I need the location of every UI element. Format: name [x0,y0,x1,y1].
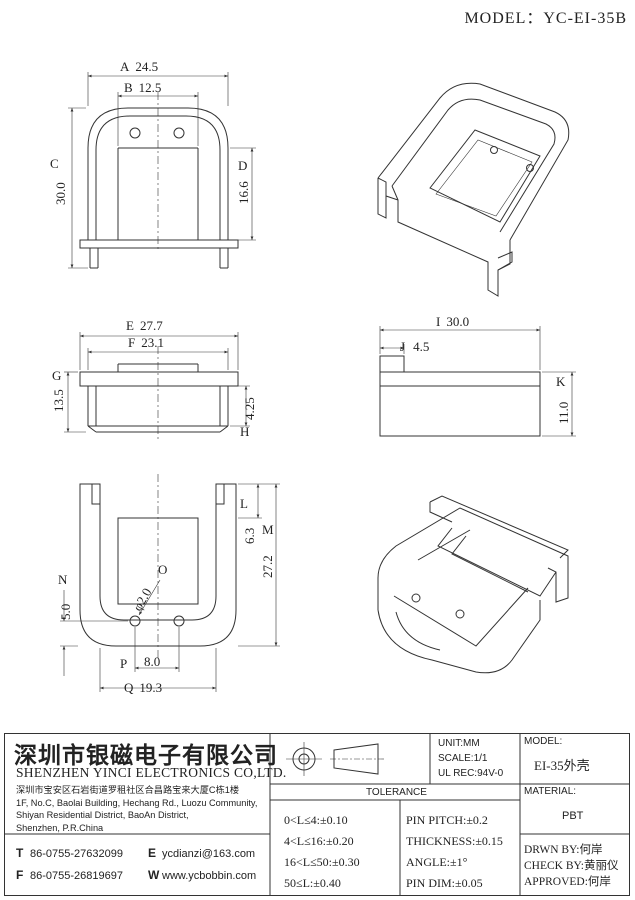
dim-h-letter: H [240,424,249,439]
dim-j-value: 4.5 [413,339,429,354]
dim-d-letter: D [238,158,247,173]
drawn-by: DRWN BY:何岸 [524,844,603,856]
dim-f-value: 23.1 [141,335,164,350]
spec-ul: UL REC:94V-0 [438,768,504,779]
bottom-view [79,474,237,660]
title-block [4,733,630,896]
address-en-line-2: Shiyan Residential District, BaoAn Distr… [16,810,189,821]
dim-b-letter: B [124,80,133,95]
dim-g-letter: G [52,368,61,383]
company-name-en: SHENZHEN YINCI ELECTRONICS CO,LTD. [16,765,287,780]
tolerance-right: PIN PITCH:±0.2 THICKNESS:±0.15 ANGLE:±1°… [406,810,503,894]
dim-l-letter: L [240,496,248,511]
tolerance-title: TOLERANCE [366,787,427,798]
dim-f-letter: F [128,335,135,350]
technical-drawing: A24.5 B12.5 C 30.0 D 16.6 E27.7 F23.1 G … [50,59,576,695]
end-view [379,355,541,437]
tolerance-row: 4<L≤16:±0.20 [284,834,354,848]
material-label: MATERIAL: [524,786,577,797]
dim-h-value: 4.25 [242,397,257,420]
dim-p-value: 8.0 [144,654,160,669]
company-address: 深圳市宝安区石岩街道罗租社区合昌路宝来大厦C栋1楼 1F, No.C, Baol… [16,784,276,834]
dim-n-letter: N [58,572,68,587]
dim-k-value: 11.0 [556,402,571,424]
side-view [79,346,239,440]
spec-unit: UNIT:MM [438,738,480,749]
svg-text:F23.1: F 23.1 [128,335,164,350]
spec-scale: SCALE:1/1 [438,753,488,764]
svg-text:I30.0: I 30.0 [436,314,469,329]
svg-text:Q19.3: Q 19.3 [124,680,162,695]
dim-i-letter: I [436,314,440,329]
dim-c-letter: C [50,156,59,171]
isometric-view-top [377,82,570,297]
svg-text:J4.5: J 4.5 [400,339,429,354]
dim-q-value: 19.3 [139,680,162,695]
model-value: EI-35外壳 [534,758,590,773]
tel-value: 86-0755-27632099 [30,848,123,860]
dim-p-letter: P [120,656,127,671]
dim-m-letter: M [262,522,274,537]
address-cn: 深圳市宝安区石岩街道罗租社区合昌路宝来大厦C栋1楼 [16,785,240,795]
checked-by: CHECK BY:黄丽仪 [524,860,619,872]
email-label: E [148,846,157,860]
dim-n-value: 5.0 [58,604,73,620]
contact-fax: F 86-0755-26819697 [16,868,123,882]
dim-e-value: 27.7 [140,318,163,333]
tel-label: T [16,846,24,860]
tolerance-row: ANGLE:±1° [406,855,468,869]
web-value: www.ycbobbin.com [162,870,257,882]
dim-d-value: 16.6 [236,181,251,204]
tolerance-row: 16<L≤50:±0.30 [284,855,360,869]
tolerance-row: PIN PITCH:±0.2 [406,813,488,827]
dim-i-value: 30.0 [446,314,469,329]
model-label: MODEL: [524,736,563,747]
tolerance-row: 50≤L:±0.40 [284,876,341,890]
address-en-line-3: Shenzhen, P.R.China [16,822,104,833]
contact-tel: T 86-0755-27632099 [16,846,123,860]
email-value: ycdianzi@163.com [162,848,256,860]
company-name-cn: 深圳市银磁电子有限公司 [14,743,278,769]
dim-o-letter: O [158,562,167,577]
approvals: DRWN BY:何岸 CHECK BY:黄丽仪 APPROVED:何岸 [524,842,618,890]
isometric-view-bottom [377,495,569,674]
tolerance-row: 0<L≤4:±0.10 [284,813,348,827]
dim-m-value: 27.2 [260,555,275,578]
dim-k-letter: K [556,374,566,389]
tolerance-row: PIN DIM:±0.05 [406,876,483,890]
dim-c-value: 30.0 [53,182,68,205]
tolerance-row: THICKNESS:±0.15 [406,834,503,848]
material-value: PBT [562,810,584,822]
dim-b-value: 12.5 [139,80,162,95]
dim-e-letter: E [126,318,134,333]
dim-g-value: 13.5 [51,389,66,412]
svg-text:E27.7: E 27.7 [126,318,163,333]
front-view [79,92,239,269]
dim-l-value: 6.3 [242,528,257,544]
dim-j-letter: J [400,339,405,354]
web-label: W [148,868,160,882]
tolerance-left: 0<L≤4:±0.10 4<L≤16:±0.20 16<L≤50:±0.30 5… [284,810,360,894]
fax-label: F [16,868,24,882]
dim-a-value: 24.5 [135,59,158,74]
address-en-line-1: 1F, No.C, Baolai Building, Hechang Rd., … [16,797,258,808]
approved-by: APPROVED:何岸 [524,876,611,888]
svg-text:B12.5: B 12.5 [124,80,161,95]
model-title: MODEL：YC-EI-35B [464,10,627,27]
dim-a-letter: A [120,59,130,74]
fax-value: 86-0755-26819697 [30,870,123,882]
dim-q-letter: Q [124,680,134,695]
svg-text:A24.5: A 24.5 [120,59,158,74]
